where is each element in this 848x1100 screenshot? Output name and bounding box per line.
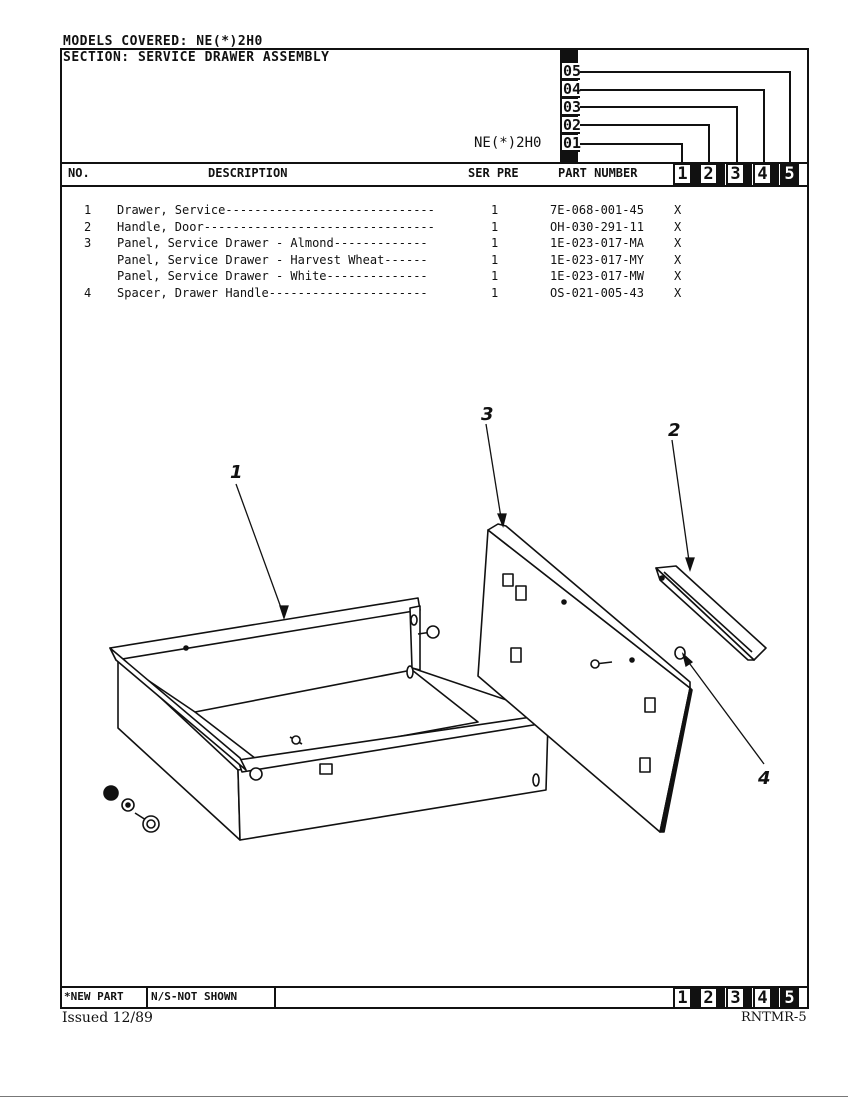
models-covered-value: NE(*)2H0 [196,34,263,49]
version-code-02: 02 [560,117,581,134]
footer-model-2: 2 [699,987,718,1009]
header-model-4: 4 [753,163,772,185]
part-description: Spacer, Drawer Handle-------------------… [117,286,428,300]
part-description: Panel, Service Drawer - White-----------… [117,269,428,284]
not-shown-note: N/S-NOT SHOWN [151,990,238,1003]
version-code-05: 05 [560,63,581,80]
header-model-1: 1 [673,163,692,185]
drawer-back-lip [109,597,421,661]
part-model-1-mark: X [674,219,682,234]
part-number: 1E-023-017-MW [550,269,644,284]
part-qty: 1 [491,219,499,234]
part-model-1-mark: X [674,236,682,251]
col-description: DESCRIPTION [208,166,288,180]
issued-date: Issued 12/89 [62,1010,153,1026]
version-code-03: 03 [560,99,581,116]
part-model-1-mark: X [674,269,682,284]
handle-spacer [674,646,686,660]
footer-model-4: 4 [753,987,772,1009]
header-model-3: 3 [726,163,745,185]
part-number: OS-021-005-43 [550,286,644,300]
callout-2: 2 [668,420,681,441]
model-code: NE(*)2H0 [474,135,542,151]
part-no: 1 [84,203,92,217]
models-covered: MODELS COVERED: NE(*)2H0 [63,34,263,49]
part-model-1-mark: X [674,203,682,217]
part-number: OH-030-291-11 [550,219,644,234]
drawer-screw [417,625,440,639]
version-code-01: 01 [560,135,581,152]
new-part-note: *NEW PART [64,990,124,1003]
part-qty: 1 [491,286,499,300]
col-no: NO. [68,166,90,180]
drawer-bottom-screw [289,735,303,745]
part-model-1-mark: X [674,286,682,300]
part-description: Panel, Service Drawer - Harvest Wheat---… [117,252,428,267]
part-description: Handle, Door----------------------------… [117,219,435,234]
part-number: 1E-023-017-MA [550,236,644,251]
part-description: Panel, Service Drawer - Almond----------… [117,236,428,251]
callout-1: 1 [230,462,243,483]
panel-screw [590,659,613,669]
version-connectors [580,71,791,166]
part-number: 7E-068-001-45 [550,203,644,217]
part-no: 3 [84,236,92,251]
section-title: SECTION: SERVICE DRAWER ASSEMBLY [63,50,329,65]
section-value: SERVICE DRAWER ASSEMBLY [137,50,330,65]
part-qty: 1 [491,203,499,217]
callout-3: 3 [481,404,494,425]
header-top-rule [60,162,809,164]
part-qty: 1 [491,252,499,267]
footer-model-5: 5 [780,987,799,1009]
header-bottom-rule [60,185,809,187]
callout-4: 4 [757,768,771,789]
col-part-number: PART NUMBER [558,166,638,180]
footer-model-3: 3 [726,987,745,1009]
part-qty: 1 [491,236,499,251]
part-description: Drawer, Service-------------------------… [117,203,435,217]
document-code: RNTMR-5 [741,1010,807,1025]
part-no: 4 [84,286,92,300]
part-qty: 1 [491,269,499,284]
models-covered-label: MODELS COVERED: [63,34,188,49]
version-code-04: 04 [560,81,581,98]
footer-model-1: 1 [673,987,692,1009]
footer-rule [60,986,809,988]
section-label: SECTION: [63,50,130,65]
drawer-bottom [194,669,479,763]
exploded-diagram: 1 3 2 4 [103,404,771,841]
part-no: 2 [84,219,92,234]
part-model-1-mark: X [674,252,682,267]
header-model-2: 2 [699,163,718,185]
parts-sheet-frame [60,48,809,1009]
col-ser-pre: SER PRE [468,166,519,180]
part-number: 1E-023-017-MY [550,252,644,267]
header-model-5: 5 [780,163,799,185]
